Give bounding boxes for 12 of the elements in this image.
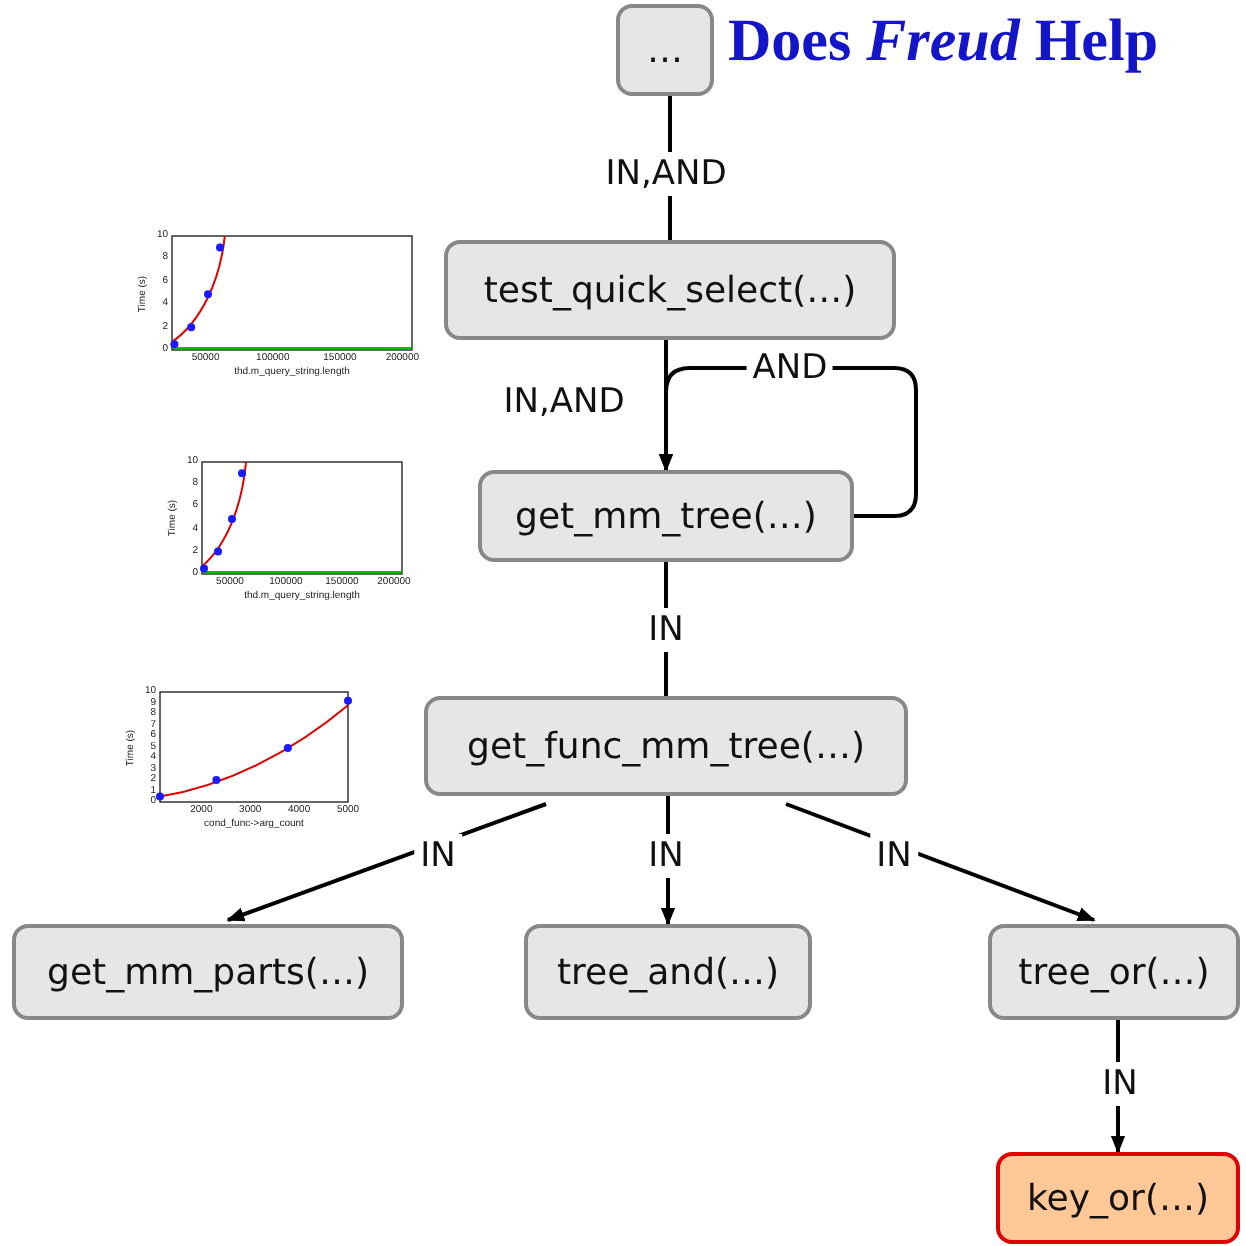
function-box: tree_and(…) [524,924,812,1020]
arrow [660,796,676,926]
function-box: test_quick_select(…) [444,240,896,340]
arrow [785,802,1096,922]
function-box: … [616,4,714,96]
function-box: tree_or(…) [988,924,1240,1020]
function-box: get_mm_tree(…) [478,470,854,562]
slide-title: Does Freud Help [728,8,1159,74]
function-box: get_func_mm_tree(…) [424,696,908,796]
arrow [226,802,547,922]
function-box: key_or(…) [996,1152,1240,1244]
function-box: get_mm_parts(…) [12,924,404,1020]
